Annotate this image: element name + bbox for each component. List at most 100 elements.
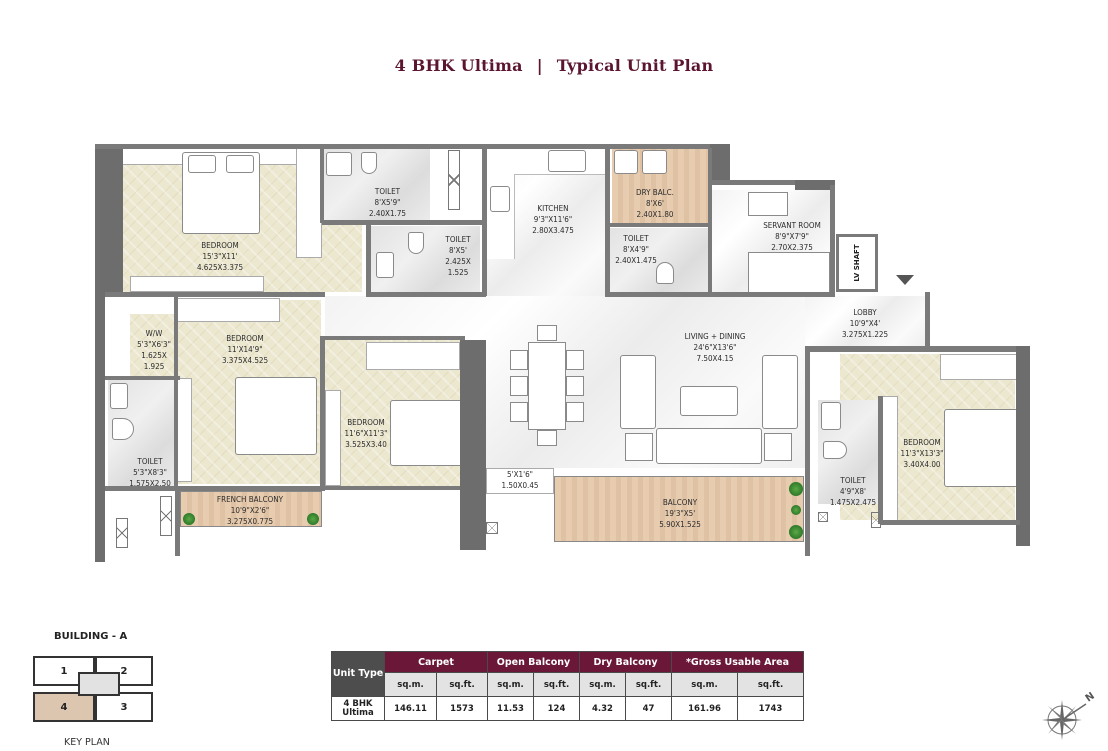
side-table-icon [625,433,653,461]
bedroom-3-wardrobe [366,342,460,370]
duct-icon [818,512,828,522]
subheader-sqft: sq.ft. [737,672,804,697]
dining-chair [510,376,528,396]
area-table: Unit Type Carpet Open Balcony Dry Balcon… [331,651,804,721]
key-plan-unit-3: 3 [95,692,153,722]
duct-icon [160,496,172,536]
toilet-seat-icon [408,232,424,254]
title-separator: | [536,56,543,75]
subheader-sqft: sq.ft. [625,672,672,697]
wall [710,180,835,185]
open-balcony-header: Open Balcony [487,651,580,673]
wall [320,148,324,223]
servant-bed [748,252,830,294]
wall [605,292,835,297]
toilet-seat-icon [656,262,674,284]
subheader-sqm: sq.m. [384,672,437,697]
armchair-right [762,355,798,429]
french-balcony-floor [180,491,322,527]
toilet-seat-icon [361,152,377,174]
key-plan-title: BUILDING - A [54,631,128,642]
toilet-seat-icon [823,441,847,459]
unit-name: 4 BHK Ultima [394,56,523,75]
balcony-floor [554,476,804,542]
bed-pillow [226,155,254,173]
dining-chair [537,430,557,446]
subheader-sqft: sq.ft. [533,672,580,697]
plant-icon [307,513,319,525]
coffee-table [680,386,738,416]
wall [795,180,835,190]
wall [485,144,730,149]
key-plan-footer: KEY PLAN [64,737,110,748]
wall [366,222,371,296]
bedroom-3-cabinet [325,390,341,486]
wall [325,336,465,340]
page-title: 4 BHK Ultima | Typical Unit Plan [0,56,1108,75]
entry-triangle-icon [896,275,914,285]
servant-cabinet [748,192,788,216]
carpet-sqm-cell: 146.11 [384,696,437,721]
wall [320,336,325,488]
wall [105,486,325,491]
master-dresser [130,276,264,292]
sofa [656,428,762,464]
dining-chair [566,376,584,396]
wall [805,346,810,556]
wall [320,486,460,490]
unit-type-header: Unit Type [331,651,385,697]
master-cabinet [296,148,322,258]
room-label-ledge: 5'X1'6"1.50X0.45 [501,470,539,490]
wall [605,148,610,296]
bedroom-4-wardrobe [940,354,1028,380]
ledge [486,468,554,494]
subheader-sqft: sq.ft. [436,672,488,697]
wall [830,185,835,295]
toilet-seat-icon [112,418,134,440]
washing-machine-icon [614,150,638,174]
wall [482,148,487,296]
bedroom-4-bed [944,409,1024,487]
bedroom-2-cabinet [176,378,192,482]
duct-icon [448,150,460,210]
lv-shaft-label: LV SHAFT [853,244,861,282]
duct-icon [116,518,128,548]
dining-chair [510,350,528,370]
gross-usable-sqft-cell: 1743 [737,696,804,721]
lobby-floor [805,296,925,346]
wall [878,396,883,524]
wall [460,340,486,550]
dining-chair [566,402,584,422]
bedroom-2-bed [235,377,317,455]
plant-icon [183,513,195,525]
wall [95,144,485,149]
wall [175,486,180,556]
plant-icon [789,525,803,539]
compass-rose-icon: N [1040,691,1100,744]
walk-in-wardrobe-floor [130,314,178,376]
subheader-sqm: sq.m. [487,672,534,697]
wall [174,296,178,486]
dry-balcony-sqft-cell: 47 [625,696,672,721]
wall [366,292,486,297]
wall [880,520,1020,525]
plant-icon [789,482,803,496]
bed-pillow [188,155,216,173]
plan-type: Typical Unit Plan [556,56,714,75]
wall [1016,346,1030,546]
dining-chair [566,350,584,370]
gross-usable-sqm-cell: 161.96 [671,696,738,721]
bathtub-icon [821,402,841,430]
